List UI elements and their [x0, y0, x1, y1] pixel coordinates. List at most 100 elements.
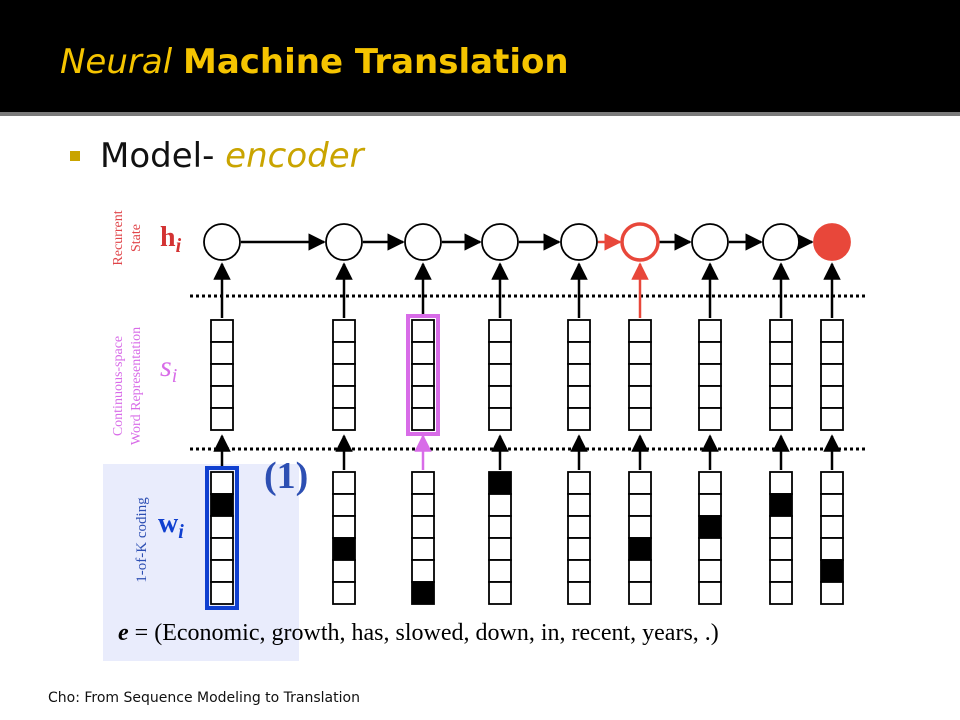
one-hot-cell [820, 493, 844, 517]
variable-letter: h [160, 222, 176, 253]
row-variable-w: wi [158, 508, 184, 543]
variable-letter: s [160, 350, 172, 383]
embedding-cell [411, 385, 435, 409]
row-label-word-representation: Continuous-space Word Representation [111, 327, 144, 445]
embedding-cell [820, 341, 844, 365]
bullet-text: Model- encoder [100, 136, 364, 176]
embedding-cell [769, 363, 793, 387]
one-hot-cell [698, 559, 722, 583]
embedding-cell [332, 319, 356, 343]
one-hot-cell [210, 559, 234, 583]
one-hot-cell [210, 537, 234, 561]
source-caption: Cho: From Sequence Modeling to Translati… [48, 690, 360, 706]
variable-subscript: i [172, 365, 178, 387]
embedding-cell [210, 341, 234, 365]
one-hot-cell [567, 493, 591, 517]
one-hot-cell [628, 493, 652, 517]
embedding-cell [698, 407, 722, 431]
embedding-cell [567, 385, 591, 409]
row-variable-h: hi [160, 222, 182, 257]
embedding-cell [210, 319, 234, 343]
embedding-cell [698, 385, 722, 409]
one-hot-cell [567, 515, 591, 539]
sentence-token: growth, [266, 620, 346, 646]
embedding-cell [698, 363, 722, 387]
hidden-state-node [691, 223, 729, 261]
embedding-cell [567, 363, 591, 387]
sentence-variable: e [118, 620, 129, 646]
embedding-cell [488, 407, 512, 431]
embedding-cell [820, 407, 844, 431]
embedding-cell [488, 385, 512, 409]
sentence-token: in, [535, 620, 566, 646]
sentence-token: slowed, [390, 620, 470, 646]
step-marker: (1) [264, 455, 308, 497]
one-hot-cell [488, 581, 512, 605]
row-label-line: Word Representation [129, 327, 144, 445]
hidden-state-node [481, 223, 519, 261]
one-hot-cell [820, 537, 844, 561]
variable-subscript: i [178, 521, 184, 543]
row-label-line: State [129, 224, 144, 252]
encoder-columns [203, 222, 851, 610]
row-label-line: Continuous-space [111, 336, 126, 436]
hidden-state-node [325, 223, 363, 261]
hidden-state-node [560, 223, 598, 261]
variable-subscript: i [176, 235, 182, 257]
embedding-cell [820, 385, 844, 409]
row-label-line: 1-of-K coding [134, 497, 150, 583]
one-hot-active-cell [332, 537, 356, 561]
embedding-cell [567, 341, 591, 365]
embedding-cell [332, 385, 356, 409]
embedding-cell [628, 385, 652, 409]
embedding-cell [628, 407, 652, 431]
embedding-cell [820, 363, 844, 387]
embedding-cell [488, 341, 512, 365]
embedding-cell [567, 407, 591, 431]
one-hot-cell [567, 559, 591, 583]
sentence-token: .) [699, 620, 719, 646]
hidden-state-node [620, 222, 660, 262]
embedding-cell [210, 385, 234, 409]
one-hot-cell [332, 559, 356, 583]
one-hot-cell [411, 493, 435, 517]
embedding-cell [698, 341, 722, 365]
one-hot-cell [769, 537, 793, 561]
embedding-cell [488, 319, 512, 343]
title-bold: Machine Translation [182, 42, 569, 82]
slide-title: Neural Machine Translation [60, 40, 569, 84]
embedding-cell [332, 363, 356, 387]
embedding-cell [769, 319, 793, 343]
embedding-cell [769, 385, 793, 409]
row-variable-s: si [160, 350, 177, 387]
embedding-cell [628, 363, 652, 387]
embedding-cell [332, 341, 356, 365]
one-hot-cell [698, 581, 722, 605]
one-hot-cell [411, 515, 435, 539]
embedding-cell [698, 319, 722, 343]
one-hot-cell [488, 515, 512, 539]
one-hot-active-cell [820, 559, 844, 583]
encoder-diagram: Recurrent State Continuous-space Word Re… [103, 210, 868, 661]
one-hot-active-cell [210, 493, 234, 517]
one-hot-cell [210, 581, 234, 605]
one-hot-cell [820, 581, 844, 605]
embedding-cell [411, 407, 435, 431]
one-hot-cell [332, 515, 356, 539]
row-label-one-of-k: 1-of-K coding [134, 497, 150, 583]
slide-content: Model- encoder Recurrent State Continuou… [0, 116, 960, 720]
one-hot-cell [628, 471, 652, 495]
input-sentence: e = (Economic, growth, has, slowed, down… [118, 620, 719, 646]
sentence-token: down, [470, 620, 535, 646]
one-hot-cell [567, 581, 591, 605]
bullet-prefix: Model- [100, 136, 226, 176]
square-bullet-icon [70, 151, 80, 161]
sentence-token: years, [636, 620, 699, 646]
one-hot-cell [411, 471, 435, 495]
highlighted-embedding-frame [406, 314, 440, 436]
one-hot-cell [820, 471, 844, 495]
one-hot-cell [628, 581, 652, 605]
embedding-cell [411, 319, 435, 343]
sentence-token: has, [346, 620, 390, 646]
one-hot-cell [628, 559, 652, 583]
